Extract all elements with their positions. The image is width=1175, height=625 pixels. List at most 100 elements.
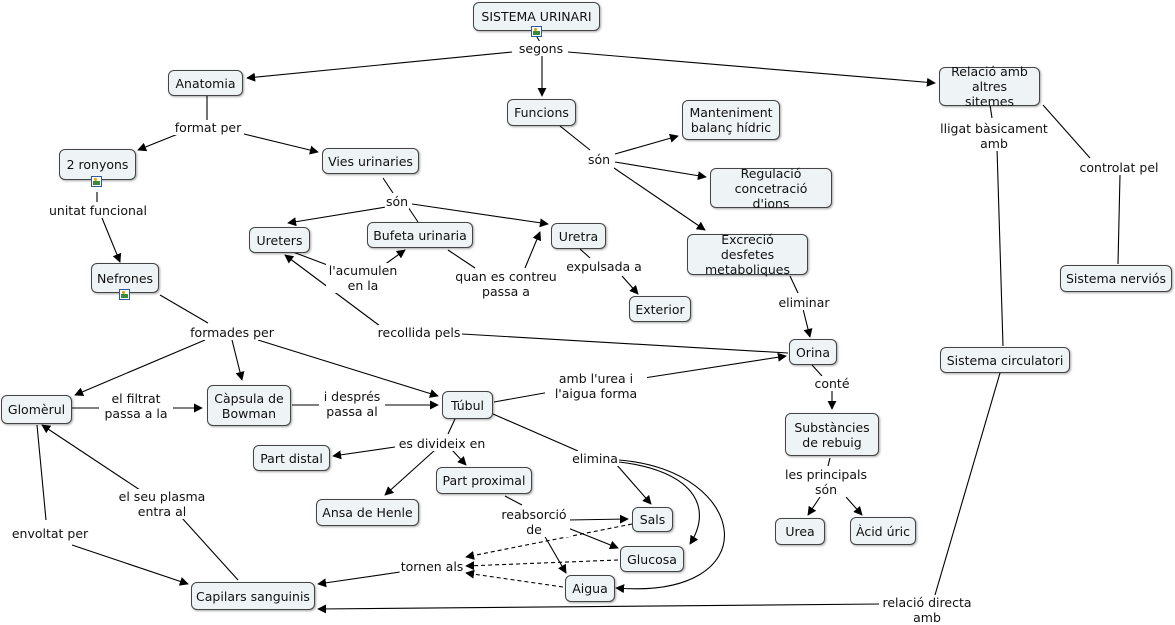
- link-label: unitat funcional: [47, 203, 149, 218]
- link-line: [524, 231, 542, 269]
- link-line: [317, 571, 401, 588]
- link-line: [181, 517, 239, 581]
- link-line: [559, 125, 591, 151]
- node-exterior[interactable]: Exterior: [629, 296, 691, 322]
- link-label: lligat bàsicament amb: [938, 121, 1050, 151]
- link-line: [1042, 104, 1091, 159]
- link-line: [71, 544, 189, 586]
- link-line: [447, 418, 456, 435]
- link-label: relació directa amb: [879, 595, 975, 625]
- node-label: 2 ronyons: [66, 157, 129, 172]
- link-label: són: [586, 152, 612, 167]
- link-label: format per: [173, 120, 243, 135]
- node-label: SISTEMA URINARI: [481, 9, 592, 24]
- link-line: [292, 251, 331, 267]
- link-line: [231, 339, 245, 381]
- node-capsula-bowman[interactable]: Càpsula de Bowman: [207, 385, 291, 426]
- link-line: [493, 391, 551, 403]
- node-capilars-sanguinis[interactable]: Capilars sanguinis: [191, 582, 315, 610]
- node-excrecio[interactable]: Excreció desfetes metaboliques: [687, 232, 808, 277]
- link-label: tornen als: [399, 559, 465, 574]
- node-funcions[interactable]: Funcions: [507, 99, 576, 126]
- node-relacio[interactable]: Relació amb altres sitemes: [939, 64, 1040, 109]
- node-label: Part proximal: [442, 473, 526, 488]
- link-line: [621, 275, 639, 295]
- node-bufeta-urinaria[interactable]: Bufeta urinaria: [367, 222, 473, 248]
- link-line: [934, 372, 1001, 596]
- link-line: [543, 534, 567, 574]
- node-orina[interactable]: Orina: [789, 339, 837, 365]
- link-line: [811, 364, 823, 377]
- link-line: [407, 206, 419, 223]
- node-part-distal[interactable]: Part distal: [253, 445, 330, 471]
- node-label: Túbul: [451, 397, 484, 413]
- link-label: es divideix en: [397, 436, 487, 451]
- link-label: recollida pels: [376, 325, 462, 340]
- link-line: [567, 527, 619, 550]
- node-label: Part distal: [260, 450, 323, 466]
- image-icon[interactable]: [119, 289, 130, 300]
- link-label: formades per: [189, 325, 275, 340]
- node-substancies-rebuig[interactable]: Substàncies de rebuig: [785, 413, 879, 456]
- link-line: [159, 294, 209, 324]
- node-aigua[interactable]: Aigua: [565, 575, 615, 602]
- link-label: reabsorció de: [498, 507, 570, 537]
- link-line: [615, 459, 725, 594]
- node-ureters[interactable]: Ureters: [249, 227, 310, 253]
- image-icon[interactable]: [91, 176, 102, 187]
- node-manteniment[interactable]: Manteniment balanç hídric: [682, 100, 780, 140]
- node-label: Sistema nerviós: [1065, 271, 1167, 286]
- link-line: [618, 461, 700, 545]
- node-label: Exterior: [635, 301, 685, 317]
- node-label: Glucosa: [627, 551, 677, 567]
- node-sistema-circulatori[interactable]: Sistema circulatori: [940, 347, 1070, 373]
- node-label: Àcid úric: [856, 523, 910, 539]
- node-label: Sistema circulatori: [946, 352, 1064, 368]
- link-line: [36, 424, 47, 521]
- link-label: elimina: [571, 451, 619, 466]
- link-label: envoltat per: [10, 526, 90, 541]
- link-line: [74, 339, 206, 396]
- link-line: [789, 275, 799, 294]
- link-line: [845, 496, 863, 516]
- link-line: [614, 133, 679, 155]
- link-line: [996, 147, 1004, 347]
- link-label: amb l'urea i l'aigua forma: [545, 371, 647, 401]
- link-line: [492, 413, 579, 452]
- node-label: Relació amb altres sitemes: [951, 64, 1028, 109]
- node-label: Funcions: [514, 105, 569, 120]
- link-line: [613, 167, 706, 231]
- node-label: Ansa de Henle: [322, 505, 413, 520]
- node-urea[interactable]: Urea: [775, 518, 825, 545]
- link-line: [101, 217, 122, 263]
- dashed-link-line: [465, 569, 564, 588]
- link-line: [317, 603, 881, 614]
- node-sals[interactable]: Sals: [632, 507, 673, 532]
- link-line: [614, 161, 707, 181]
- node-vies-urinaries[interactable]: Vies urinaries: [322, 148, 419, 174]
- node-label: Substàncies de rebuig: [794, 419, 870, 450]
- node-label: Bufeta urinaria: [373, 227, 467, 243]
- node-ansa-henle[interactable]: Ansa de Henle: [316, 499, 419, 526]
- node-nefrones[interactable]: Nefrones: [91, 263, 159, 293]
- link-line: [579, 248, 591, 259]
- link-line: [246, 51, 513, 82]
- node-sistema-nervios[interactable]: Sistema nerviós: [1060, 265, 1172, 292]
- node-label: Anatomia: [175, 75, 236, 91]
- link-label: el filtrat passa a la: [99, 391, 173, 421]
- node-part-proximal[interactable]: Part proximal: [436, 467, 532, 494]
- node-label: Ureters: [256, 232, 303, 248]
- node-glucosa[interactable]: Glucosa: [620, 546, 684, 572]
- node-acid-uric[interactable]: Àcid úric: [850, 517, 916, 545]
- node-tubul[interactable]: Túbul: [442, 391, 493, 419]
- link-line: [411, 203, 549, 228]
- node-glomerul[interactable]: Glomèrul: [1, 395, 72, 424]
- link-line: [384, 449, 436, 496]
- node-regulacio[interactable]: Regulació concetració d'ions: [710, 166, 832, 211]
- link-label: quan es contreu passa a: [454, 269, 558, 299]
- image-icon[interactable]: [531, 26, 542, 37]
- node-anatomia[interactable]: Anatomia: [168, 70, 243, 96]
- link-line: [257, 339, 439, 398]
- link-line: [807, 496, 821, 516]
- node-uretra[interactable]: Uretra: [551, 223, 606, 249]
